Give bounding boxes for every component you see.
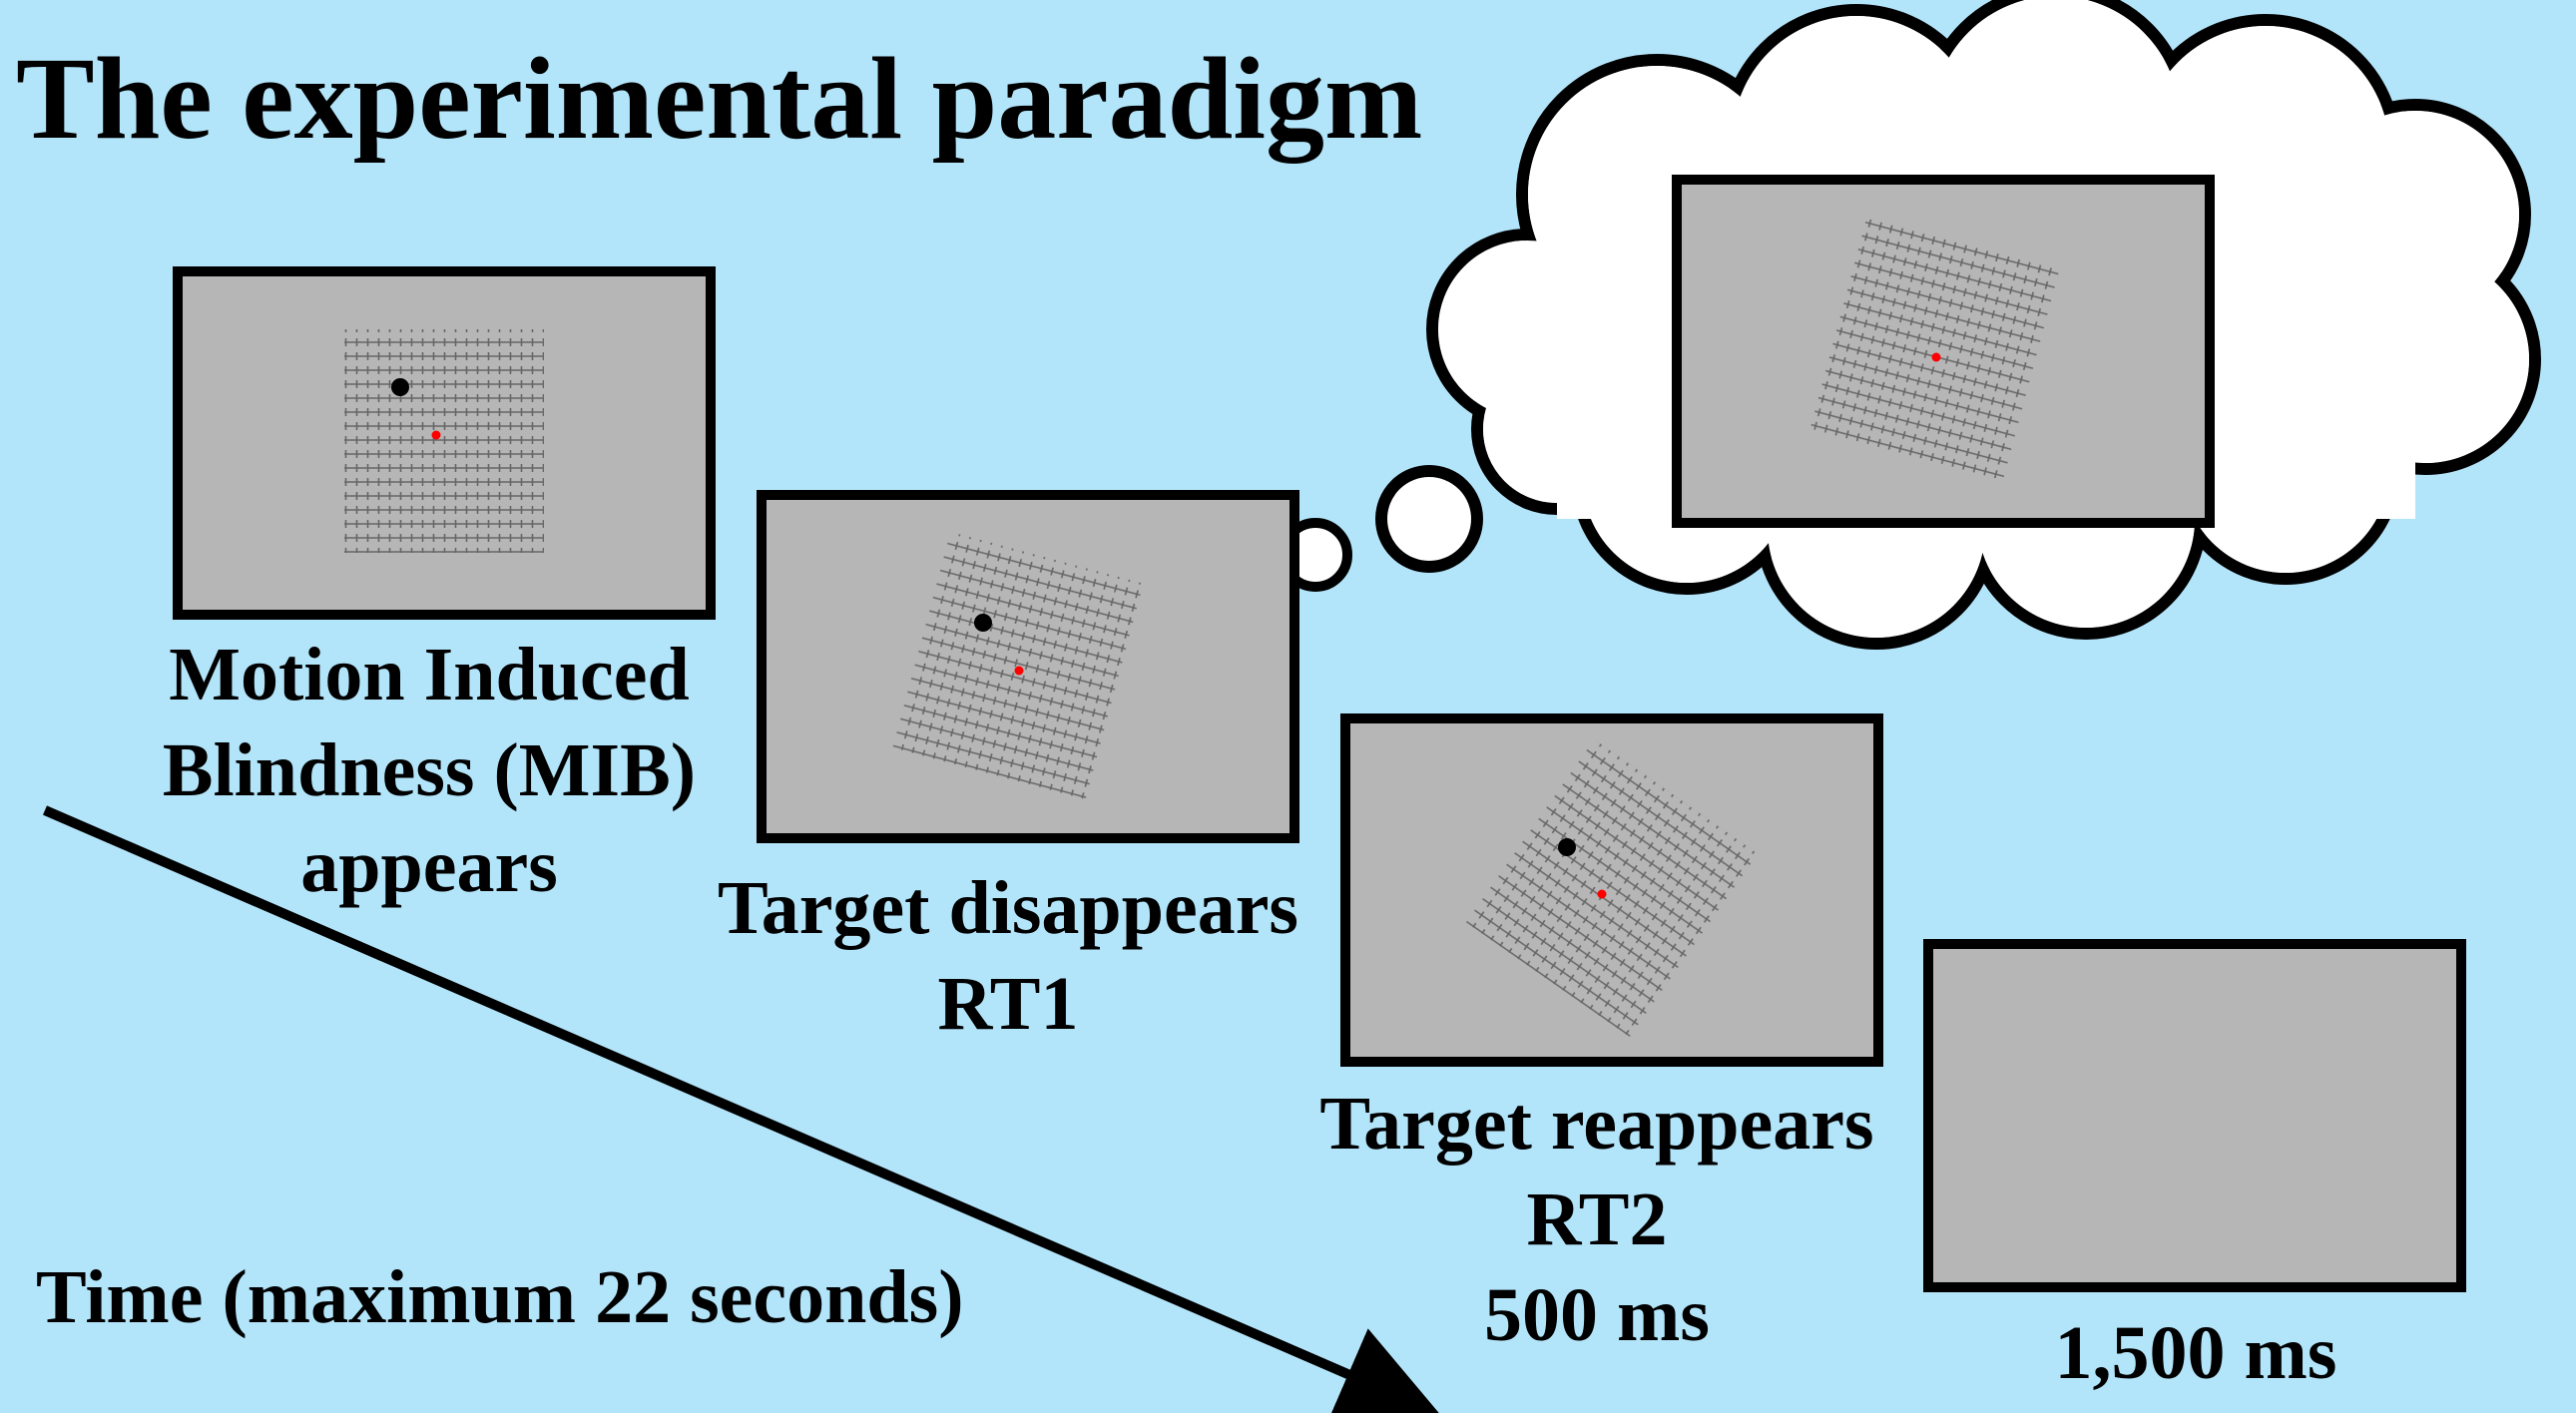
fixation-dot bbox=[1014, 666, 1024, 676]
screen-disappear bbox=[757, 490, 1299, 843]
fixation-dot bbox=[1597, 889, 1607, 899]
label-reappear: Target reappears RT2 500 ms bbox=[1319, 1082, 1874, 1357]
label-mib: Motion Induced Blindness (MIB) appears bbox=[162, 633, 697, 908]
page-title: The experimental paradigm bbox=[16, 33, 1423, 164]
thought-bubble-large bbox=[1375, 465, 1483, 573]
target-dot bbox=[391, 378, 409, 396]
time-axis-label: Time (maximum 22 seconds) bbox=[36, 1255, 964, 1339]
label-disappear: Target disappears RT1 bbox=[717, 866, 1299, 1046]
time-arrow-icon bbox=[43, 805, 1440, 1413]
screen-mib bbox=[173, 266, 716, 620]
screen-reappear bbox=[1340, 713, 1883, 1067]
fixation-dot bbox=[431, 430, 441, 440]
label-blank: 1,500 ms bbox=[2054, 1311, 2337, 1395]
screen-imagined bbox=[1672, 175, 2215, 528]
target-dot bbox=[974, 614, 992, 632]
fixation-dot bbox=[1931, 352, 1941, 362]
target-dot bbox=[1558, 838, 1576, 856]
screen-blank bbox=[1923, 939, 2466, 1292]
